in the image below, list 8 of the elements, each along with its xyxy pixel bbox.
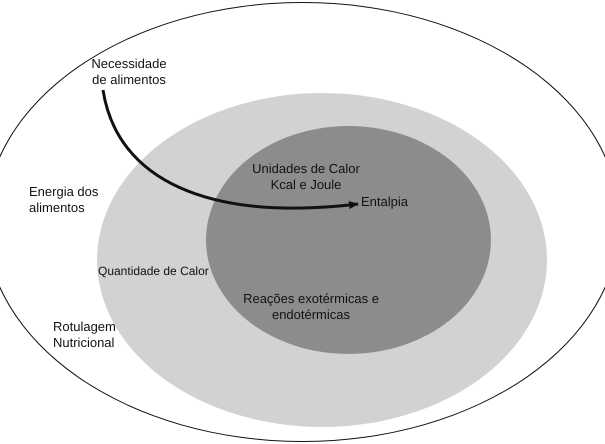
concept-text: Unidades de Calor Kcal e Joule: [251, 161, 361, 193]
concept-text: Quantidade de Calor: [98, 263, 210, 279]
concept-label: Necessidade de alimentos: [87, 56, 171, 88]
concept-label: Entalpia: [361, 194, 425, 210]
curved-arrow: [102, 90, 359, 210]
concept-text: Reações exotérmicas e endotérmicas: [242, 291, 380, 323]
concept-text: Energia dos alimentos: [29, 184, 100, 216]
concept-text: Rotulagem Nutricional: [53, 319, 117, 351]
